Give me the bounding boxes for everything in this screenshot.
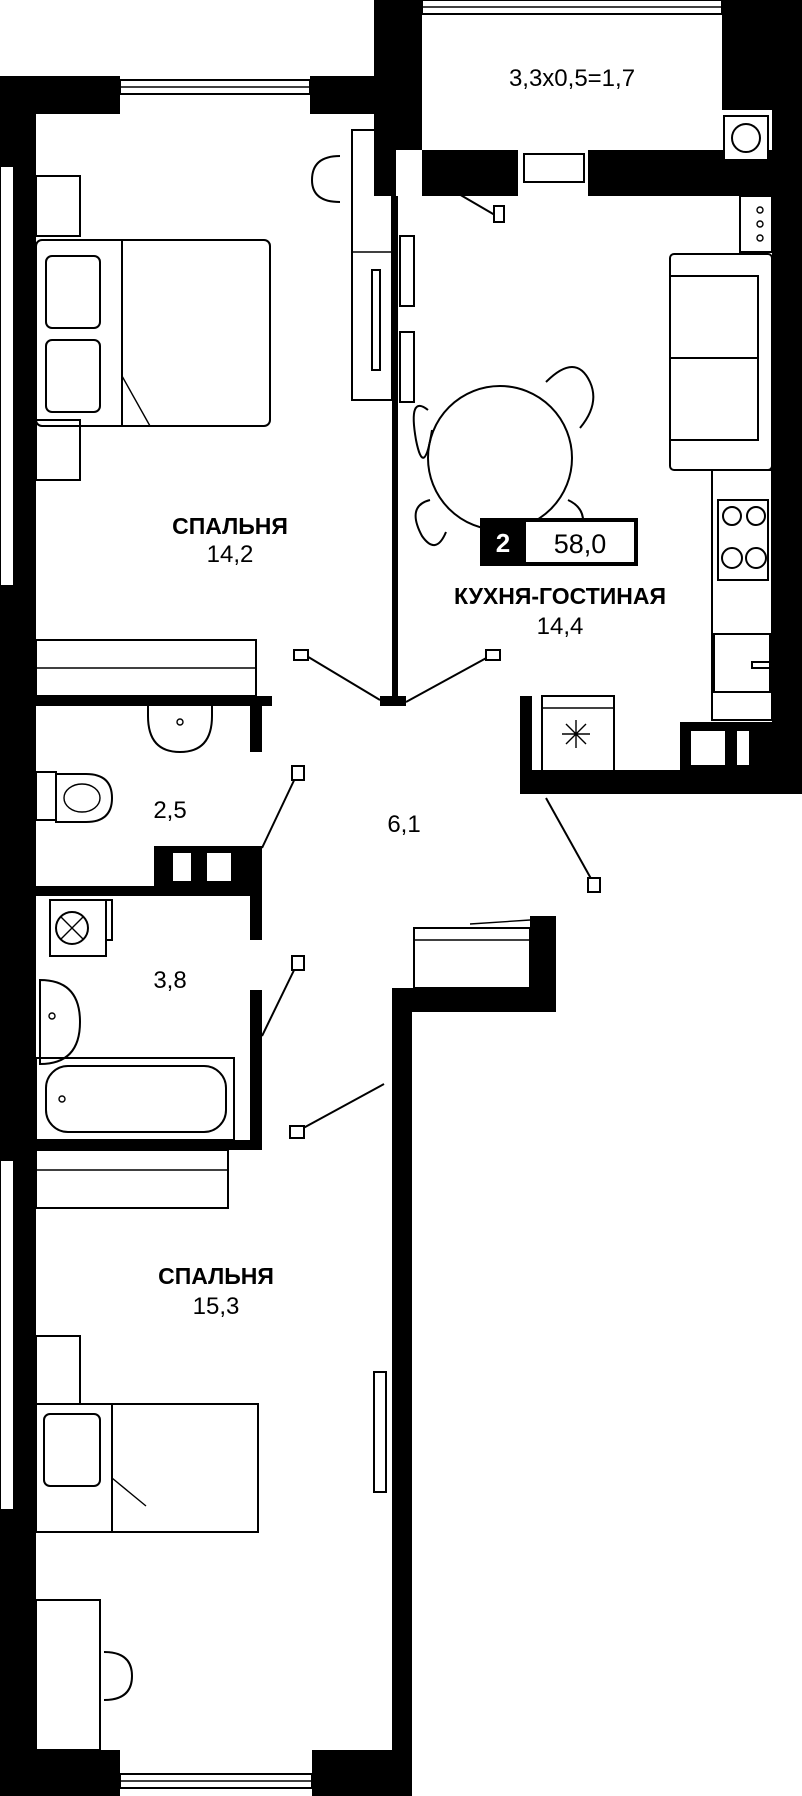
- room-area-bathroom: 3,8: [153, 967, 186, 994]
- badge-inner: [526, 522, 634, 562]
- door-wc: [261, 771, 299, 849]
- badge-total-area: 58,0: [554, 529, 607, 559]
- wall-kitchen-stub: [520, 696, 532, 794]
- vent-block: [154, 846, 250, 886]
- bathtub: [35, 1057, 235, 1141]
- pillow: [43, 1413, 101, 1487]
- dining-table: [427, 385, 573, 531]
- wall-balcony-bottom-right: [588, 150, 802, 196]
- wall-wc-right-upper: [250, 706, 262, 752]
- nightstand-top: [35, 175, 81, 237]
- room-name-kitchen-living: КУХНЯ-ГОСТИНАЯ: [454, 583, 666, 609]
- wall-kitchen-bottom: [530, 770, 802, 794]
- chair-icon: [545, 366, 595, 429]
- washer: [541, 695, 615, 773]
- toilet-icon: [55, 773, 114, 823]
- wall-right-outer: [772, 110, 802, 790]
- wall-partition-upper: [374, 150, 396, 196]
- pillow: [45, 255, 101, 329]
- balcony-label: 3,3х0,5=1,7: [509, 65, 635, 92]
- wall-bedroom-kitchen: [392, 196, 398, 696]
- wall-hall-bottom-right: [392, 988, 556, 1012]
- wall-top-bedroom-left: [0, 76, 120, 114]
- window-left-upper: [0, 165, 15, 587]
- chair-icon: [103, 1651, 134, 1701]
- pillow: [45, 339, 101, 413]
- wc: 2,5: [35, 706, 305, 849]
- wall-bedroom-corner: [380, 696, 406, 706]
- kitchen-living: 2 58,0 КУХНЯ-ГОСТИНАЯ 14,4: [399, 195, 773, 893]
- radiator: [373, 1371, 387, 1493]
- room-area-kitchen-living: 14,4: [537, 613, 584, 640]
- door-bedroom-top: [299, 651, 381, 701]
- wardrobe-top: [351, 129, 393, 401]
- wall-right-lower: [392, 988, 412, 1786]
- room-area-wc: 2,5: [153, 797, 186, 824]
- room-area-bedroom-top: 14,2: [207, 541, 254, 568]
- wall-bottom-right: [312, 1750, 412, 1796]
- door-kitchen: [405, 655, 491, 703]
- wardrobe-bedroom-bottom: [35, 1149, 229, 1209]
- chair-icon: [412, 404, 433, 459]
- hob: [717, 499, 769, 581]
- wall-wc-bath: [36, 886, 260, 896]
- room-name-bedroom-bottom: СПАЛЬНЯ: [158, 1263, 274, 1289]
- window-left-lower: [0, 1159, 15, 1511]
- door-bedroom-bottom: [295, 1083, 385, 1133]
- room-area-bedroom-bottom: 15,3: [193, 1293, 240, 1320]
- chair-icon: [310, 155, 341, 203]
- wall-bedroom-bottom: [36, 696, 272, 706]
- balcony: [427, 115, 769, 223]
- room-name-bedroom-top: СПАЛЬНЯ: [172, 513, 288, 539]
- door-entrance: [545, 797, 595, 885]
- bed-double: [35, 239, 271, 427]
- sofa: [669, 253, 773, 471]
- sink-icon: [39, 978, 82, 1066]
- hob-controls: [739, 195, 773, 253]
- bed-single: [35, 1403, 259, 1533]
- wall-balcony-bottom-left: [422, 150, 518, 196]
- area-badge: 2 58,0: [480, 518, 638, 566]
- wall-top-bedroom-right: [310, 76, 376, 114]
- kitchen-counter: [711, 469, 773, 721]
- bathroom: 3,8: [35, 899, 305, 1141]
- wall-balcony-left: [374, 0, 422, 150]
- nightstand-bottom: [35, 419, 81, 481]
- sink-icon: [147, 706, 213, 754]
- balcony-door: [427, 175, 501, 219]
- balcony-threshold: [523, 153, 585, 183]
- desk: [35, 1599, 101, 1751]
- door-bathroom: [261, 961, 299, 1037]
- badge-rooms: 2: [496, 528, 510, 558]
- chair-icon: [414, 499, 447, 546]
- hall-wardrobe: [413, 927, 531, 989]
- wall-bath-bottom: [36, 1140, 262, 1150]
- nightstand: [35, 1335, 81, 1405]
- boiler-icon: [731, 123, 761, 153]
- wall-bottom-left: [0, 1750, 120, 1796]
- room-area-hallway: 6,1: [387, 811, 420, 838]
- washing-machine: [49, 899, 107, 957]
- bedroom-top: СПАЛЬНЯ 14,2: [35, 129, 393, 701]
- bedroom-bottom: СПАЛЬНЯ 15,3: [35, 1149, 387, 1751]
- wall-balcony-right: [722, 0, 802, 110]
- wall-bath-right: [250, 990, 262, 1140]
- boiler: [723, 115, 769, 161]
